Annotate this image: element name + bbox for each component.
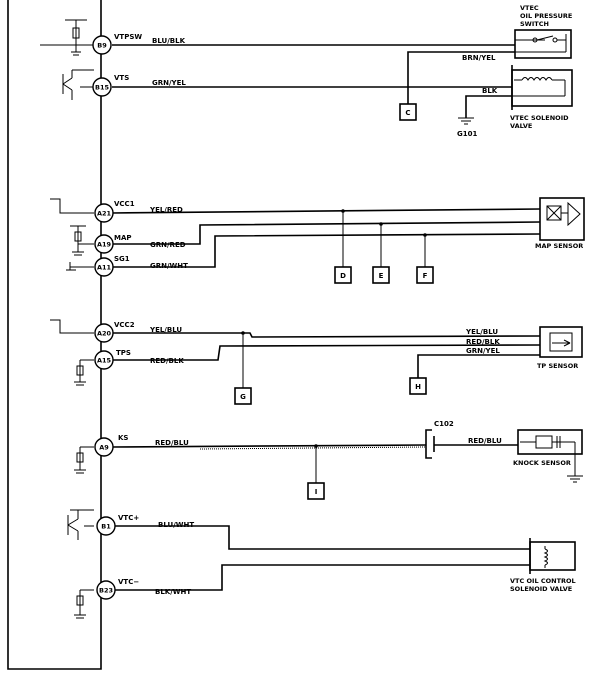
signal-label-vtc-minus: VTC− — [118, 578, 139, 586]
svg-text:A20: A20 — [97, 330, 112, 338]
svg-text:B9: B9 — [97, 42, 107, 50]
connector-c: C — [399, 103, 417, 121]
svg-text:B23: B23 — [99, 587, 113, 595]
wire-label-blk: BLK — [482, 87, 498, 95]
connector-h: H — [409, 377, 427, 395]
circuit-tps: RED/BLK TPS RED/BLK — [74, 338, 541, 386]
connector-f: F — [416, 266, 434, 284]
svg-text:I: I — [315, 488, 318, 496]
wire-label-tp-signal: RED/BLK — [466, 338, 500, 346]
ground-label-g101: G101 — [457, 130, 477, 138]
vtec-solenoid-caption-2: VALVE — [510, 122, 532, 130]
connector-i: I — [307, 482, 325, 500]
connector-c102-label: C102 — [434, 420, 454, 428]
connector-d: D — [334, 266, 352, 284]
connector-c102: C102 — [425, 420, 454, 459]
knock-sensor-caption: KNOCK SENSOR — [513, 459, 571, 467]
svg-text:C: C — [405, 109, 410, 117]
svg-text:B1: B1 — [101, 523, 111, 531]
wire-label-tps: RED/BLK — [150, 357, 184, 365]
wire-label-brn-yel: BRN/YEL — [462, 54, 496, 62]
pin-a21: A21 — [94, 203, 114, 223]
svg-text:E: E — [379, 272, 384, 280]
circuit-ks: RED/BLU KS — [74, 434, 427, 474]
pin-b23: B23 — [96, 580, 116, 600]
wire-label-sg1: GRN/WHT — [150, 262, 188, 270]
signal-label-tps: TPS — [116, 349, 131, 357]
vtc-valve-caption-2: SOLENOID VALVE — [510, 585, 572, 593]
circuit-map: GRN/RED MAP — [70, 221, 541, 256]
pin-a19-map: A19 — [94, 234, 114, 254]
map-sensor-caption: MAP SENSOR — [535, 242, 583, 250]
pin-b15: B15 — [92, 77, 112, 97]
svg-text:A21: A21 — [97, 210, 112, 218]
tp-sensor-caption: TP SENSOR — [537, 362, 578, 370]
wire-label-vcc1: YEL/RED — [149, 206, 183, 214]
wire-label-vtc-plus: BLU/WHT — [158, 521, 194, 529]
circuit-vcc1: YEL/RED VCC1 — [50, 198, 541, 214]
vtc-oil-control-solenoid-valve: VTC OIL CONTROL SOLENOID VALVE — [510, 538, 576, 593]
signal-label-vcc1: VCC1 — [114, 200, 135, 208]
circuit-sg1: GRN/WHT SG1 — [66, 233, 541, 271]
circuit-vts: GRN/YEL VTS — [62, 69, 512, 100]
svg-text:D: D — [340, 272, 346, 280]
signal-label-vts: VTS — [114, 74, 129, 82]
svg-text:A15: A15 — [97, 357, 112, 365]
signal-label-vcc2: VCC2 — [114, 321, 135, 329]
svg-text:H: H — [415, 383, 421, 391]
pin-a11: A11 — [94, 257, 114, 277]
svg-text:B15: B15 — [95, 84, 109, 92]
wire-label-ks: RED/BLU — [155, 439, 189, 447]
vtc-valve-caption-1: VTC OIL CONTROL — [510, 577, 576, 585]
wire-label-vts: GRN/YEL — [152, 79, 186, 87]
svg-text:F: F — [423, 272, 428, 280]
circuit-vcc2: YEL/BLU VCC2 YEL/BLU — [50, 319, 541, 338]
map-sensor: MAP SENSOR — [535, 197, 585, 250]
vtec-switch-caption-1: VTEC — [520, 4, 539, 12]
vtec-solenoid-valve: VTEC SOLENOID VALVE — [510, 65, 573, 130]
pin-b1: B1 — [96, 516, 116, 536]
signal-label-vtc-plus: VTC+ — [118, 514, 139, 522]
vtec-switch-caption-2: OIL PRESSURE — [520, 12, 572, 20]
knock-sensor: KNOCK SENSOR — [513, 429, 583, 483]
wire-label-vcc2: YEL/BLU — [149, 326, 182, 334]
wire-label-vtpsw: BLU/BLK — [152, 37, 186, 45]
pin-a15: A15 — [94, 350, 114, 370]
wire-label-tp-ground: GRN/YEL — [466, 347, 500, 355]
wire-label-tp-vcc: YEL/BLU — [465, 328, 498, 336]
ecm-box — [7, 0, 102, 670]
circuit-vtpsw: BLU/BLK VTPSW — [40, 19, 515, 56]
vtec-switch-caption-3: SWITCH — [520, 20, 549, 28]
wire-label-vtc-minus: BLK/WHT — [155, 588, 191, 596]
connector-e: E — [372, 266, 390, 284]
connector-g: G — [234, 387, 252, 405]
pin-a20: A20 — [94, 323, 114, 343]
circuit-vtc-minus: BLK/WHT VTC− — [74, 564, 530, 619]
signal-label-vtpsw: VTPSW — [114, 33, 142, 41]
svg-text:A19: A19 — [97, 241, 112, 249]
vtec-solenoid-caption-1: VTEC SOLENOID — [510, 114, 569, 122]
signal-label-map: MAP — [114, 234, 132, 242]
svg-text:G: G — [240, 393, 246, 401]
circuit-vtc-plus: BLU/WHT VTC+ — [67, 509, 530, 550]
pin-b9: B9 — [92, 35, 112, 55]
wire-label-knock-out: RED/BLU — [468, 437, 502, 445]
wire-label-map: GRN/RED — [150, 241, 186, 249]
signal-label-ks: KS — [118, 434, 128, 442]
svg-text:A11: A11 — [97, 264, 112, 272]
pin-a9: A9 — [94, 437, 114, 457]
svg-text:A9: A9 — [99, 444, 109, 452]
tp-sensor: TP SENSOR — [537, 326, 583, 370]
vtec-oil-pressure-switch: VTEC OIL PRESSURE SWITCH — [514, 4, 572, 59]
signal-label-sg1: SG1 — [114, 255, 130, 263]
